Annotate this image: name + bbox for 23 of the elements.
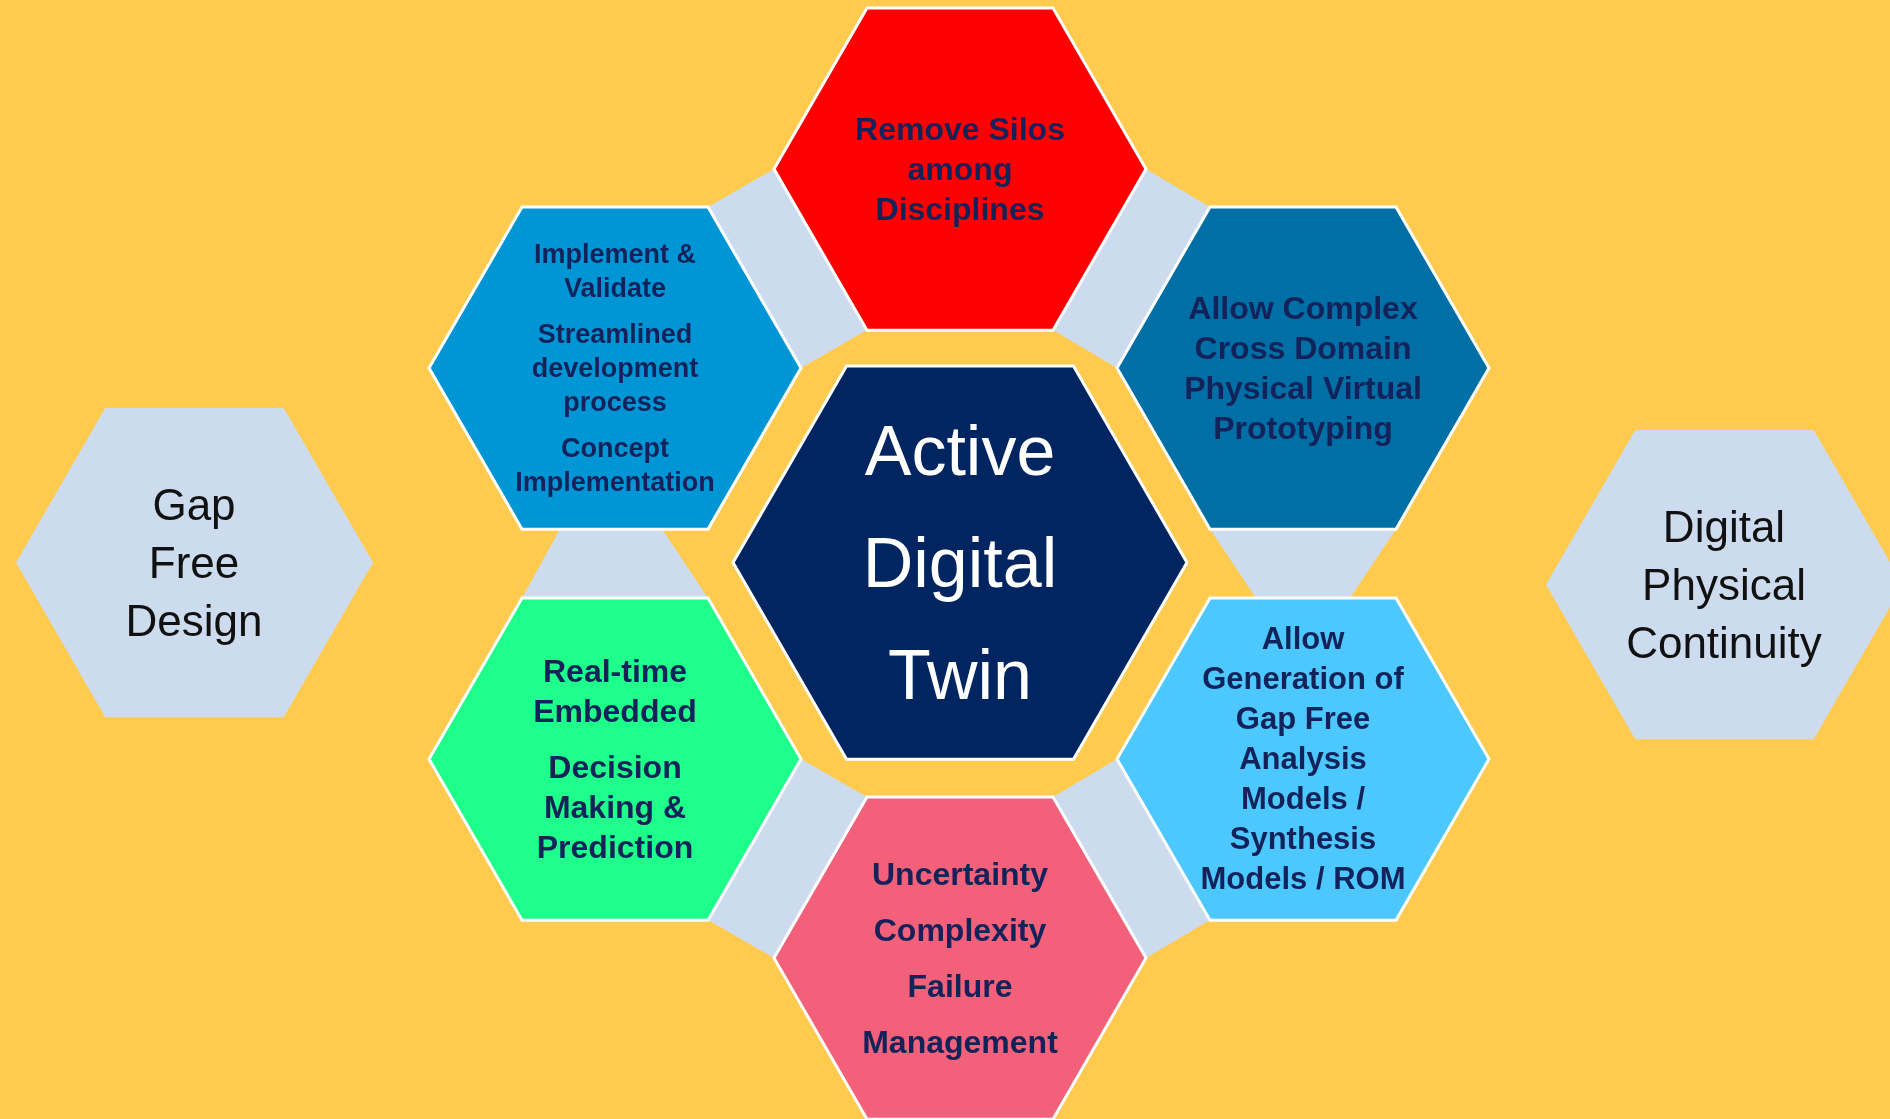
tile-text: Uncertainty Complexity Failure Management	[861, 855, 1059, 1062]
hexagon-tile	[774, 7, 1146, 331]
hexagon-tile	[708, 169, 867, 368]
hexagon-tile	[1545, 430, 1890, 740]
tile-text: Real-time Embedded	[532, 652, 698, 731]
tile-text: Remove Silos among Disciplines	[855, 110, 1065, 229]
tile-text: Gap Free Design	[125, 479, 263, 647]
tile-text: Allow Complex Cross Domain Physical Virtual Prototyping	[1183, 289, 1423, 448]
hexagon-tile	[429, 597, 801, 921]
hexagon-tile	[1210, 529, 1396, 598]
tile-text: Streamlined development process	[530, 318, 700, 419]
tile-text: Active Digital Twin	[861, 411, 1059, 716]
hexagon-tile	[708, 759, 867, 958]
hexagon-tile	[1117, 597, 1489, 921]
tile-text: Digital Physical Continuity	[1625, 501, 1823, 669]
hexagon-tile	[522, 529, 708, 598]
hexagon-tile	[15, 408, 373, 718]
hexagon-tile	[774, 796, 1146, 1119]
hexagon-tile	[733, 366, 1187, 760]
tile-text: Concept Implementation	[514, 432, 716, 499]
tile-text: Implement & Validate	[533, 238, 697, 305]
tile-text: Decision Making & Prediction	[535, 748, 695, 867]
tile-text: Allow Generation of Gap Free Analysis Models / Synthesis Models / ROM	[1199, 620, 1407, 898]
